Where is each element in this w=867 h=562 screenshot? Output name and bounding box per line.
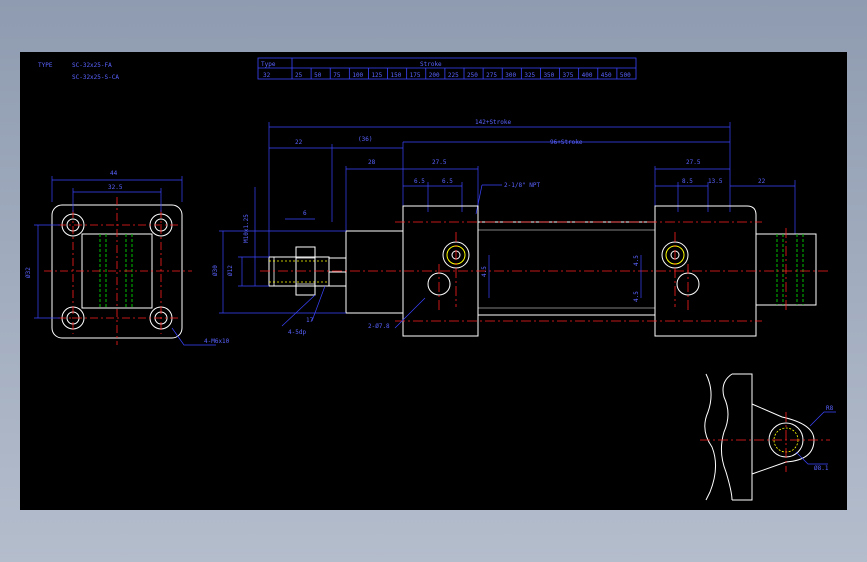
dim-j: 13.5 — [708, 178, 723, 185]
end-view: 44 32.5 Ø32 4-M6x10 — [25, 170, 230, 346]
base-h2: 4.5 — [633, 255, 640, 266]
stroke-value-9: 250 — [467, 72, 478, 79]
base-h3: 4.5 — [633, 291, 640, 302]
stroke-value-10: 275 — [486, 72, 497, 79]
dim-side-top: 44 — [110, 170, 118, 177]
dim-a: 22 — [295, 139, 303, 146]
stroke-value-1: 50 — [314, 72, 322, 79]
base-h1: 4.5 — [481, 266, 488, 277]
dim-overall: 142+Stroke — [475, 119, 512, 126]
nut-label: 4-5dp — [288, 329, 306, 336]
wrench-dim: 6 — [303, 210, 307, 217]
dim-d: 27.5 — [432, 159, 447, 166]
model-2: SC-32x25-S-CA — [72, 74, 119, 81]
dim-b: (36) — [358, 136, 372, 143]
dim-k: 22 — [758, 178, 766, 185]
stroke-value-14: 375 — [563, 72, 574, 79]
stroke-value-2: 75 — [333, 72, 341, 79]
base-port-label: 2-Ø7.8 — [368, 323, 390, 330]
stroke-value-16: 450 — [601, 72, 612, 79]
stroke-value-13: 350 — [543, 72, 554, 79]
stroke-value-11: 300 — [505, 72, 516, 79]
stroke-value-12: 325 — [524, 72, 535, 79]
drawing-svg: TYPE SC-32x25-FA SC-32x25-S-CA Type Stro… — [25, 57, 836, 501]
flange-dia-label: Ø30 — [212, 265, 219, 276]
stroke-value-3: 100 — [352, 72, 363, 79]
stroke-table: Type Stroke 32 25 50 75 100 125 150 175 200 225 2… — [257, 57, 637, 80]
dim-side-inner: 32.5 — [108, 184, 123, 191]
table-type-header: Type — [261, 61, 276, 68]
detail-view: R8 Ø8.1 — [700, 373, 836, 501]
dim-e: 96+Stroke — [550, 139, 583, 146]
stroke-value-8: 225 — [448, 72, 459, 79]
model-1: SC-32x25-FA — [72, 62, 112, 69]
dim-h: 6.5 — [442, 178, 453, 185]
port-label: 2-1/8" NPT — [504, 182, 541, 189]
cad-drawing-canvas[interactable]: TYPE SC-32x25-FA SC-32x25-S-CA Type Stro… — [20, 52, 847, 510]
hex-label: 17 — [306, 317, 314, 324]
mount-hole-label: 4-M6x10 — [204, 338, 230, 345]
dim-c: 28 — [368, 159, 376, 166]
table-type-value: 32 — [263, 72, 271, 79]
dim-f: 27.5 — [686, 159, 701, 166]
thread-label: M10x1.25 — [243, 214, 250, 243]
rod-dia-label: Ø12 — [227, 265, 234, 276]
detail-radius: R8 — [826, 405, 834, 412]
stroke-value-4: 125 — [371, 72, 382, 79]
stroke-value-6: 175 — [410, 72, 421, 79]
stroke-value-5: 150 — [391, 72, 402, 79]
detail-dia: Ø8.1 — [814, 465, 829, 472]
dim-i: 8.5 — [682, 178, 693, 185]
table-stroke-header: Stroke — [420, 61, 442, 68]
dim-side-height: Ø32 — [25, 267, 32, 278]
side-view: 142+Stroke 22 (36) 28 27.5 96+Stroke 27.… — [212, 119, 830, 337]
stroke-value-15: 400 — [582, 72, 593, 79]
type-label: TYPE — [38, 62, 53, 69]
stroke-value-17: 500 — [620, 72, 631, 79]
dim-g: 6.5 — [414, 178, 425, 185]
stroke-value-0: 25 — [295, 72, 303, 79]
stroke-value-7: 200 — [429, 72, 440, 79]
